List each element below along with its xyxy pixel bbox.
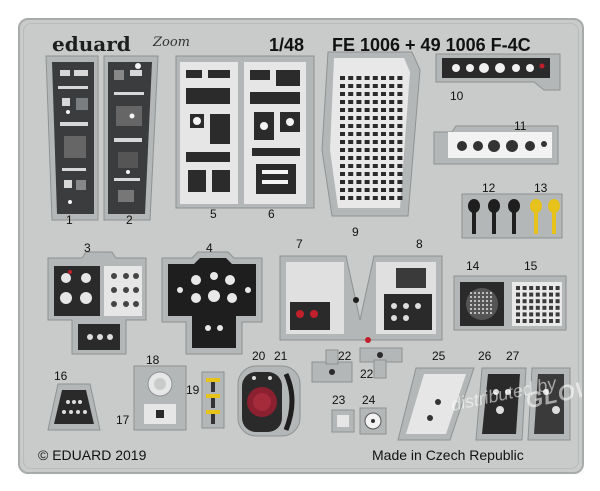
part-number-6: 6 <box>268 207 275 221</box>
part-number-5: 5 <box>210 207 217 221</box>
part-23-24-plates <box>330 406 390 436</box>
part-number-19: 19 <box>186 383 200 397</box>
part-number-27: 27 <box>506 349 520 363</box>
part-number-4: 4 <box>206 241 213 255</box>
part-number-12: 12 <box>482 181 496 195</box>
part-number-2: 2 <box>126 213 133 227</box>
part-3-front-panel <box>42 250 152 360</box>
part-number-23: 23 <box>332 393 346 407</box>
part-number-17: 17 <box>116 413 130 427</box>
brand-sub-logo: Zoom <box>153 35 191 50</box>
part-number-7: 7 <box>296 237 303 251</box>
photo-etch-sheet: eduard Zoom 1/48 FE 1006 + 49 1006 F-4C <box>18 18 584 474</box>
copyright-text: © EDUARD 2019 <box>38 447 147 463</box>
part-25-26-27-side-panels <box>396 362 572 444</box>
part-5-6-instrument-panels <box>172 52 318 212</box>
part-1-2-console-panels <box>42 52 162 224</box>
origin-text: Made in Czech Republic <box>372 447 524 463</box>
part-number-11: 11 <box>514 119 527 133</box>
part-number-8: 8 <box>416 237 423 251</box>
part-9-side-panel <box>320 50 422 220</box>
part-12-13-buckles <box>460 192 564 240</box>
part-number-16: 16 <box>54 369 68 383</box>
part-number-15: 15 <box>524 259 538 273</box>
part-16-plate <box>44 380 104 434</box>
scale-label: 1/48 <box>269 35 305 55</box>
brand-logo: eduard <box>52 32 131 56</box>
part-14-15-panels <box>452 274 568 332</box>
part-22-brackets <box>310 346 406 386</box>
part-number-24: 24 <box>362 393 376 407</box>
part-number-3: 3 <box>84 241 91 255</box>
part-number-22a: 22 <box>338 349 352 363</box>
part-number-1: 1 <box>66 213 73 227</box>
part-number-21: 21 <box>274 349 288 363</box>
part-number-25: 25 <box>432 349 446 363</box>
product-code: FE 1006 + 49 1006 F-4C <box>332 35 531 55</box>
part-4-front-panel <box>156 250 268 360</box>
part-number-9: 9 <box>352 225 359 239</box>
part-number-14: 14 <box>466 259 480 273</box>
part-number-13: 13 <box>534 181 548 195</box>
part-number-10: 10 <box>450 89 464 103</box>
part-17-18-plates <box>130 362 190 434</box>
part-number-26: 26 <box>478 349 492 363</box>
part-number-22b: 22 <box>360 367 374 381</box>
part-number-18: 18 <box>146 353 160 367</box>
part-19-strip <box>200 370 226 430</box>
part-10-upper-panel <box>434 52 562 94</box>
part-7-8-consoles <box>276 250 446 350</box>
part-20-21-radar-scope <box>234 360 304 440</box>
part-number-20: 20 <box>252 349 266 363</box>
part-11-panel <box>432 124 562 168</box>
